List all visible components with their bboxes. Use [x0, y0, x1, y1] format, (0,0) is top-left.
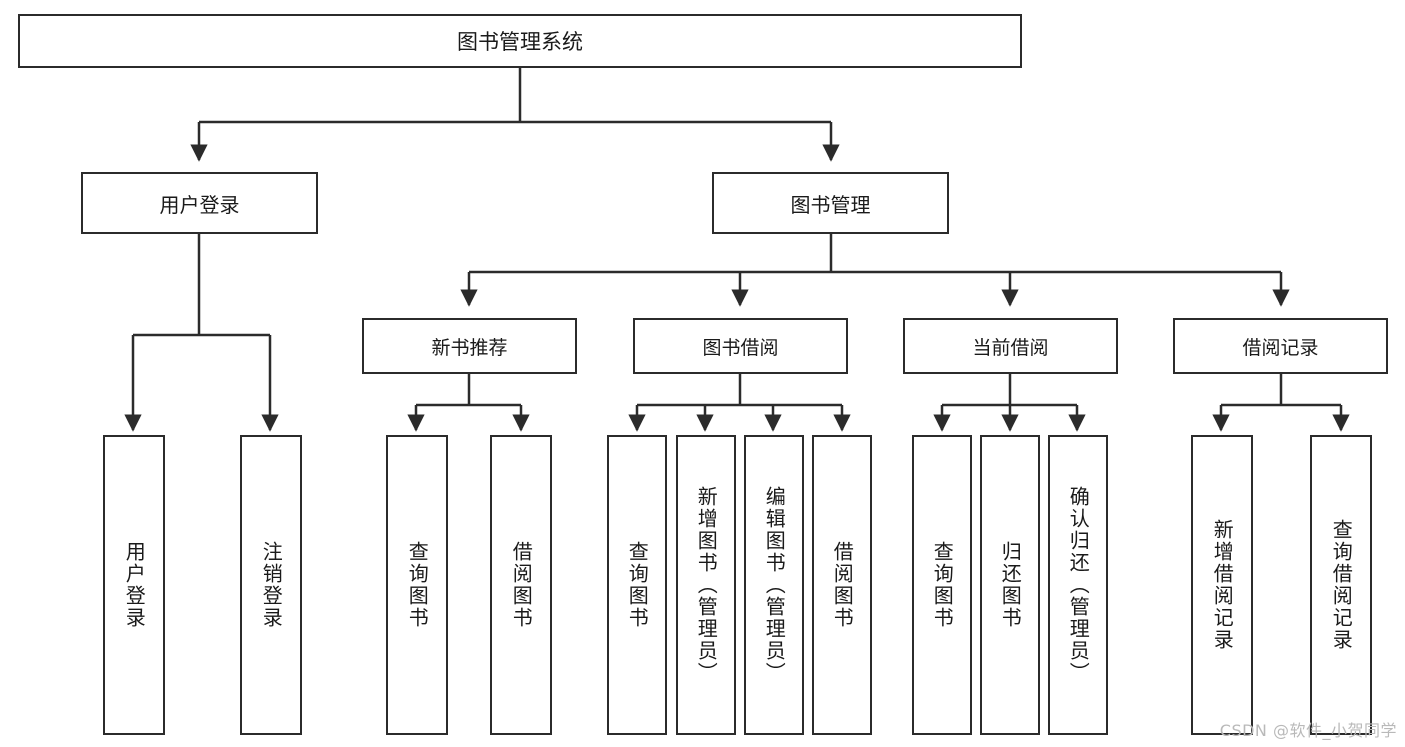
node-user-login[interactable]: 用户登录 — [81, 172, 318, 234]
leaf-label: 借阅图书 — [509, 541, 534, 629]
node-new-book-recommend[interactable]: 新书推荐 — [362, 318, 577, 374]
leaf-label: 查询图书 — [405, 541, 430, 629]
leaf-label: 查询图书 — [625, 541, 650, 629]
leaf-book-borrow-borrow[interactable]: 借阅图书 — [812, 435, 872, 735]
node-book-borrow-label: 图书借阅 — [702, 336, 779, 359]
leaf-label: 借阅图书 — [830, 541, 855, 629]
node-new-book-recommend-label: 新书推荐 — [431, 336, 508, 359]
leaf-label: 查询图书 — [930, 541, 955, 629]
node-root-label: 图书管理系统 — [457, 30, 583, 54]
node-root[interactable]: 图书管理系统 — [18, 14, 1022, 68]
node-current-borrow[interactable]: 当前借阅 — [903, 318, 1118, 374]
node-book-management[interactable]: 图书管理 — [712, 172, 949, 234]
leaf-user-login-logout[interactable]: 注销登录 — [240, 435, 302, 735]
watermark-text: CSDN @软件_小贺同学 — [1219, 721, 1397, 740]
leaf-label: 归还图书 — [998, 541, 1023, 629]
leaf-label: 新增借阅记录 — [1210, 519, 1235, 651]
node-book-management-label: 图书管理 — [790, 192, 871, 217]
leaf-current-borrow-query[interactable]: 查询图书 — [912, 435, 972, 735]
node-borrow-record-label: 借阅记录 — [1242, 336, 1319, 359]
leaf-label: 编辑图书（管理员） — [762, 486, 787, 684]
leaf-book-borrow-edit[interactable]: 编辑图书（管理员） — [744, 435, 804, 735]
leaf-label: 新增图书（管理员） — [694, 486, 719, 684]
node-book-borrow[interactable]: 图书借阅 — [633, 318, 848, 374]
leaf-user-login-login[interactable]: 用户登录 — [103, 435, 165, 735]
leaf-borrow-record-query[interactable]: 查询借阅记录 — [1310, 435, 1372, 735]
leaf-book-borrow-add[interactable]: 新增图书（管理员） — [676, 435, 736, 735]
leaf-new-book-borrow[interactable]: 借阅图书 — [490, 435, 552, 735]
leaf-label: 注销登录 — [259, 541, 284, 629]
leaf-current-borrow-confirm-return[interactable]: 确认归还（管理员） — [1048, 435, 1108, 735]
leaf-label: 用户登录 — [122, 541, 147, 629]
leaf-book-borrow-query[interactable]: 查询图书 — [607, 435, 667, 735]
node-current-borrow-label: 当前借阅 — [972, 336, 1049, 359]
leaf-new-book-query[interactable]: 查询图书 — [386, 435, 448, 735]
leaf-borrow-record-add[interactable]: 新增借阅记录 — [1191, 435, 1253, 735]
node-borrow-record[interactable]: 借阅记录 — [1173, 318, 1388, 374]
leaf-label: 查询借阅记录 — [1329, 519, 1354, 651]
leaf-current-borrow-return[interactable]: 归还图书 — [980, 435, 1040, 735]
leaf-label: 确认归还（管理员） — [1066, 486, 1091, 684]
node-user-login-label: 用户登录 — [159, 192, 240, 217]
